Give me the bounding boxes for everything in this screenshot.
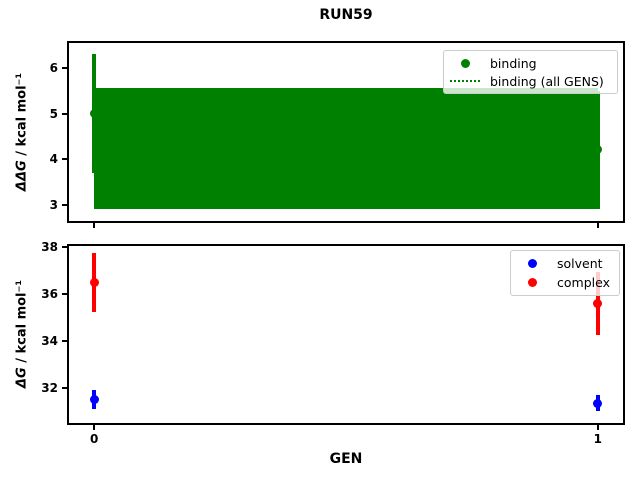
bottom-y-axis-label-symbol: ΔG [14, 367, 30, 389]
y-tick-label: 38 [41, 240, 58, 255]
y-tick [62, 293, 67, 296]
x-tick [596, 223, 599, 228]
legend-item-solvent: solvent [517, 254, 613, 273]
y-tick-label: 36 [41, 287, 58, 302]
data-point [593, 398, 603, 408]
legend-label-complex: complex [557, 275, 610, 290]
top-y-axis-label-unit: / kcal mol⁻¹ [14, 72, 30, 161]
data-point [593, 298, 603, 308]
complex-marker-icon [517, 278, 547, 287]
binding-band [94, 88, 598, 210]
y-tick-label: 4 [49, 152, 58, 167]
y-tick-label: 3 [49, 197, 58, 212]
y-tick [62, 158, 67, 161]
x-tick-label: 0 [89, 432, 99, 446]
dotted-line-icon [450, 80, 480, 82]
binding-marker-icon [450, 58, 480, 68]
y-tick-label: 32 [41, 380, 58, 395]
y-tick [62, 112, 67, 115]
bottom-y-axis-label: ΔG / kcal mol⁻¹ [15, 280, 30, 388]
chart-title: RUN59 [319, 7, 373, 23]
data-point [89, 395, 99, 405]
legend-label-solvent: solvent [557, 256, 603, 271]
top-y-axis-label-symbol: ΔΔG [14, 160, 30, 192]
legend-item-binding-all-gens: binding (all GENS) [450, 72, 611, 90]
y-tick [62, 246, 67, 249]
top-axes-frame [67, 41, 625, 223]
y-tick-label: 5 [49, 106, 58, 121]
legend-label-binding: binding [490, 55, 537, 71]
x-axis-label: GEN [329, 451, 363, 467]
x-tick [93, 223, 96, 228]
bottom-y-axis-label-unit: / kcal mol⁻¹ [14, 279, 30, 368]
legend-label-binding-all-gens: binding (all GENS) [490, 73, 604, 89]
data-point [89, 109, 99, 119]
data-point [593, 145, 603, 155]
solvent-marker-icon [517, 259, 547, 268]
x-tick-label: 1 [593, 432, 602, 446]
x-tick [596, 425, 599, 430]
y-tick [62, 203, 67, 206]
top-y-axis-label: ΔΔG / kcal mol⁻¹ [15, 73, 30, 191]
bottom-legend: solvent complex [510, 250, 620, 296]
y-tick [62, 386, 67, 389]
y-tick-label: 6 [49, 61, 58, 76]
x-tick [93, 425, 96, 430]
y-tick-label: 34 [41, 333, 58, 348]
legend-item-complex: complex [517, 273, 613, 292]
y-tick [62, 339, 67, 342]
data-point [89, 277, 99, 287]
legend-item-binding: binding [450, 54, 611, 72]
bottom-axes-frame [67, 244, 625, 425]
top-legend: binding binding (all GENS) [443, 50, 618, 94]
y-tick [62, 67, 67, 70]
